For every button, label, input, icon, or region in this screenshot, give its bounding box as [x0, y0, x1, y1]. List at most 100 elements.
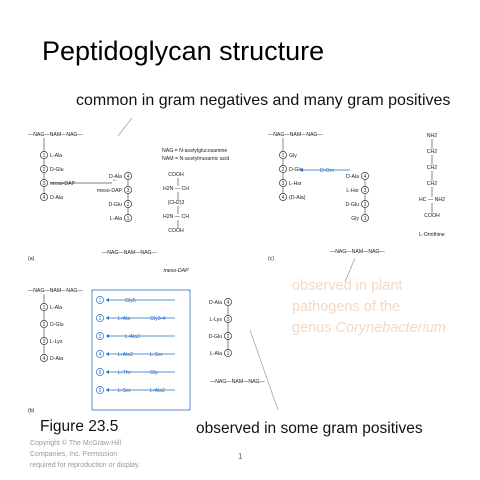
panel-a-right-residue-2-number: 2 [127, 202, 130, 208]
orn-caption: L-Ornithine [419, 232, 445, 238]
dap-structure-1: H2N — CH [163, 186, 189, 192]
bridge-1-circle [96, 314, 104, 322]
panel-c-right-label-2: D-Glu [345, 202, 359, 208]
panel-b-right-residue-0-number: 4 [227, 300, 230, 306]
panel-b-right-label-0: D-Ala [209, 300, 222, 306]
panel-c-right-label-1: L-Hsr [346, 188, 359, 194]
panel-a-left-residue-3-number: 4 [43, 195, 46, 201]
panel-a-left-label-0: L-Ala [50, 153, 62, 159]
panel-a-left-residue-2-number: 3 [43, 181, 46, 187]
panel-c-right-label-3: Gly [351, 216, 359, 222]
panel-a-right-label-1: meso-DAP [97, 188, 123, 194]
panel-a-backbone-top: —NAG—NAM—NAG— [28, 132, 84, 138]
slide-title: Peptidoglycan structure [42, 36, 325, 66]
bridge-4-number: 5 [99, 370, 102, 376]
bridge-3-number: 4 [99, 352, 102, 358]
panel-c-left-label-1: D-Glu [289, 167, 303, 173]
panel-a-legend-0: NAG = N-acetylglucosamine [162, 148, 227, 154]
panel-a-right-residue-0-number: 4 [127, 174, 130, 180]
panel-a-label: (a) [28, 256, 35, 262]
bridge-5-item-1: L-Ala2 [150, 388, 165, 394]
panel-b-right-label-2: D-Glu [208, 334, 222, 340]
panel-b-backbone-bottom: —NAG—NAM—NAG— [210, 379, 266, 385]
bridge-4-arrow-head [106, 370, 109, 374]
panel-c-left-label-3: (D-Ala) [289, 195, 306, 201]
panel-c-right-residue-3-circle [361, 214, 369, 222]
panel-c-left-residue-1-circle [279, 165, 287, 173]
plant-note-prefix: genus [292, 320, 336, 336]
panel-b-left-label-2: L-Lys [50, 339, 63, 345]
bridge-2-circle [96, 332, 104, 340]
panel-a-left-residue-3-circle [40, 193, 48, 201]
page-number: 1 [238, 452, 243, 461]
orn-structure-3: CH2 [427, 181, 437, 187]
panel-c-right-residue-1-circle [361, 186, 369, 194]
bridge-5-arrow-head [106, 388, 109, 392]
panel-b-left-label-1: D-Glu [50, 322, 64, 328]
panel-a-right-residue-2-circle [124, 200, 132, 208]
panel-c-bridge-arrow-head [300, 168, 303, 172]
dap-structure-2: (CH2)3 [168, 200, 185, 206]
bridge-4-item-0: L-Thr [118, 370, 131, 376]
panel-b-right-residue-3-circle [224, 349, 232, 357]
orn-structure-5: COOH [424, 213, 440, 219]
panel-b-right-residue-2-number: 2 [227, 334, 230, 340]
panel-b-label: (b) [28, 408, 35, 414]
bridge-3-item-0: L-Ala2 [118, 352, 133, 358]
bridge-2-item-0: L-Ala3 [125, 334, 140, 340]
slide-subtitle: common in gram negatives and many gram p… [76, 92, 451, 109]
panel-b-left-residue-3-circle [40, 354, 48, 362]
panel-c-right-residue-3-number: 1 [364, 216, 367, 222]
orn-structure-2: CH2 [427, 165, 437, 171]
bridge-0-item-0: Gly5 [125, 298, 136, 304]
bridge-3-item-1: L-Ser [150, 352, 163, 358]
plant-note-genus: Corynebacterium [335, 320, 446, 336]
callout-line-gram-positive [249, 329, 279, 411]
panel-a-left-label-2: meso-DAP [50, 181, 76, 187]
panel-b-bridge-box [91, 289, 191, 411]
panel-b-left-label-0: L-Ala [50, 305, 62, 311]
panel-a-right-label-3: L-Ala [110, 216, 122, 222]
panel-b-left-residue-3-number: 4 [43, 356, 46, 362]
panel-a-right-residue-1-circle [124, 186, 132, 194]
plant-note-line-1: observed in plant [292, 278, 403, 294]
panel-a-right-residue-3-number: 1 [127, 216, 130, 222]
plant-note-line-3: genus Corynebacterium [292, 318, 446, 339]
bridge-1-item-0: L-Ala [118, 316, 130, 322]
bridge-1-number: 2 [99, 316, 102, 322]
panel-a-right-residue-1-number: 3 [127, 188, 130, 194]
panel-b-left-residue-2-number: 3 [43, 339, 46, 345]
panel-c-right-residue-0-circle [361, 172, 369, 180]
callout-line-plant [344, 257, 356, 283]
panel-c-left-residue-3-circle [279, 193, 287, 201]
panel-a-legend-1: NAM = N-acetylmuramic acid [162, 156, 229, 162]
dap-structure-0: COOH [168, 172, 184, 178]
copyright-notice: Copyright © The McGraw-Hill Companies, I… [30, 440, 140, 469]
panel-c-left-label-0: Gly [289, 153, 297, 159]
panel-a-left-label-3: D-Ala [50, 195, 63, 201]
dap-caption: meso-DAP [163, 268, 189, 274]
bridge-4-circle [96, 368, 104, 376]
panel-b-right-residue-3-number: 1 [227, 351, 230, 357]
panel-b-right-label-1: L-Lys [210, 317, 223, 323]
bridge-3-arrow-head [106, 352, 109, 356]
panel-b-right-residue-1-number: 3 [227, 317, 230, 323]
panel-a-left-residue-1-circle [40, 165, 48, 173]
gram-positive-note: observed in some gram positives [196, 420, 423, 437]
panel-c-right-residue-2-circle [361, 200, 369, 208]
panel-b-right-label-3: L-Ala [210, 351, 222, 357]
plant-note-line-2: pathogens of the [292, 299, 401, 315]
bridge-0-number: 1 [99, 298, 102, 304]
panel-b-left-residue-0-number: 1 [43, 305, 46, 311]
bridge-3-circle [96, 350, 104, 358]
panel-c-left-residue-1-number: 2 [282, 167, 285, 173]
plant-pathogen-note: observed in plant pathogens of the genus… [292, 276, 446, 339]
panel-a-left-residue-1-number: 2 [43, 167, 46, 173]
orn-structure-0: NH2 [427, 133, 437, 139]
bridge-5-circle [96, 386, 104, 394]
dap-structure-4: COOH [168, 228, 184, 234]
bridge-5-number: 6 [99, 388, 102, 394]
panel-c-left-label-2: L-Hsr [289, 181, 302, 187]
panel-a-left-label-1: D-Glu [50, 167, 64, 173]
